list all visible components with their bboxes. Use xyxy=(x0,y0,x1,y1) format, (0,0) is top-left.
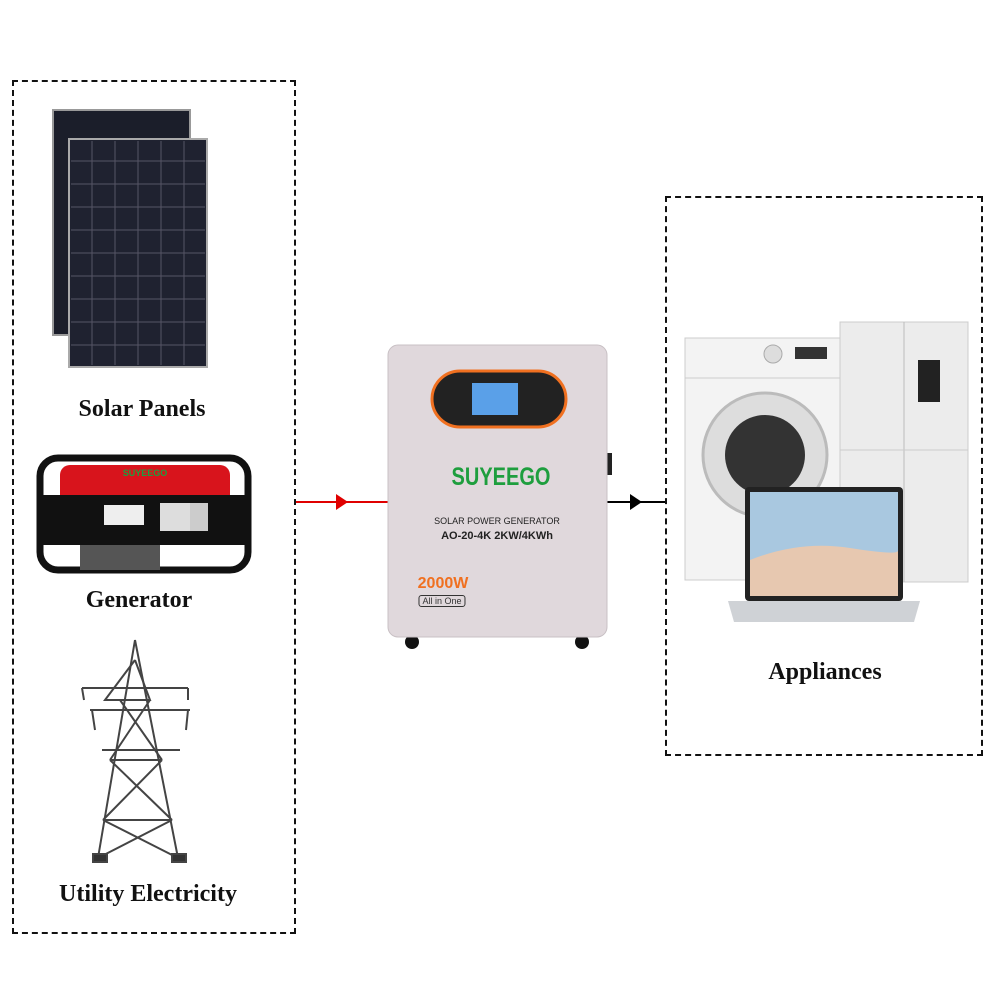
laptop-icon xyxy=(728,487,920,622)
solar-panels-icon xyxy=(52,109,208,368)
appliances-label: Appliances xyxy=(768,659,882,685)
device-badge: All in One xyxy=(418,595,466,607)
appliances-box xyxy=(665,196,983,756)
device-subtitle: SOLAR POWER GENERATOR xyxy=(434,516,560,526)
device-power: 2000W xyxy=(417,575,469,592)
generator-label: Generator xyxy=(85,587,193,613)
generator-icon xyxy=(36,454,252,574)
utility-tower-icon xyxy=(81,639,190,863)
device-brand: SUYEEGO xyxy=(451,463,551,491)
sources-box xyxy=(12,80,296,934)
device-model: AO-20-4K 2KW/4KWh xyxy=(441,530,553,542)
solar-panels-label: Solar Panels xyxy=(78,396,206,422)
input-arrow-head xyxy=(336,494,348,510)
solar-generator-device xyxy=(387,344,612,649)
generator-brand-text: SUYEEGO xyxy=(122,468,168,478)
utility-electricity-label: Utility Electricity xyxy=(59,881,237,907)
output-arrow-head xyxy=(630,494,642,510)
